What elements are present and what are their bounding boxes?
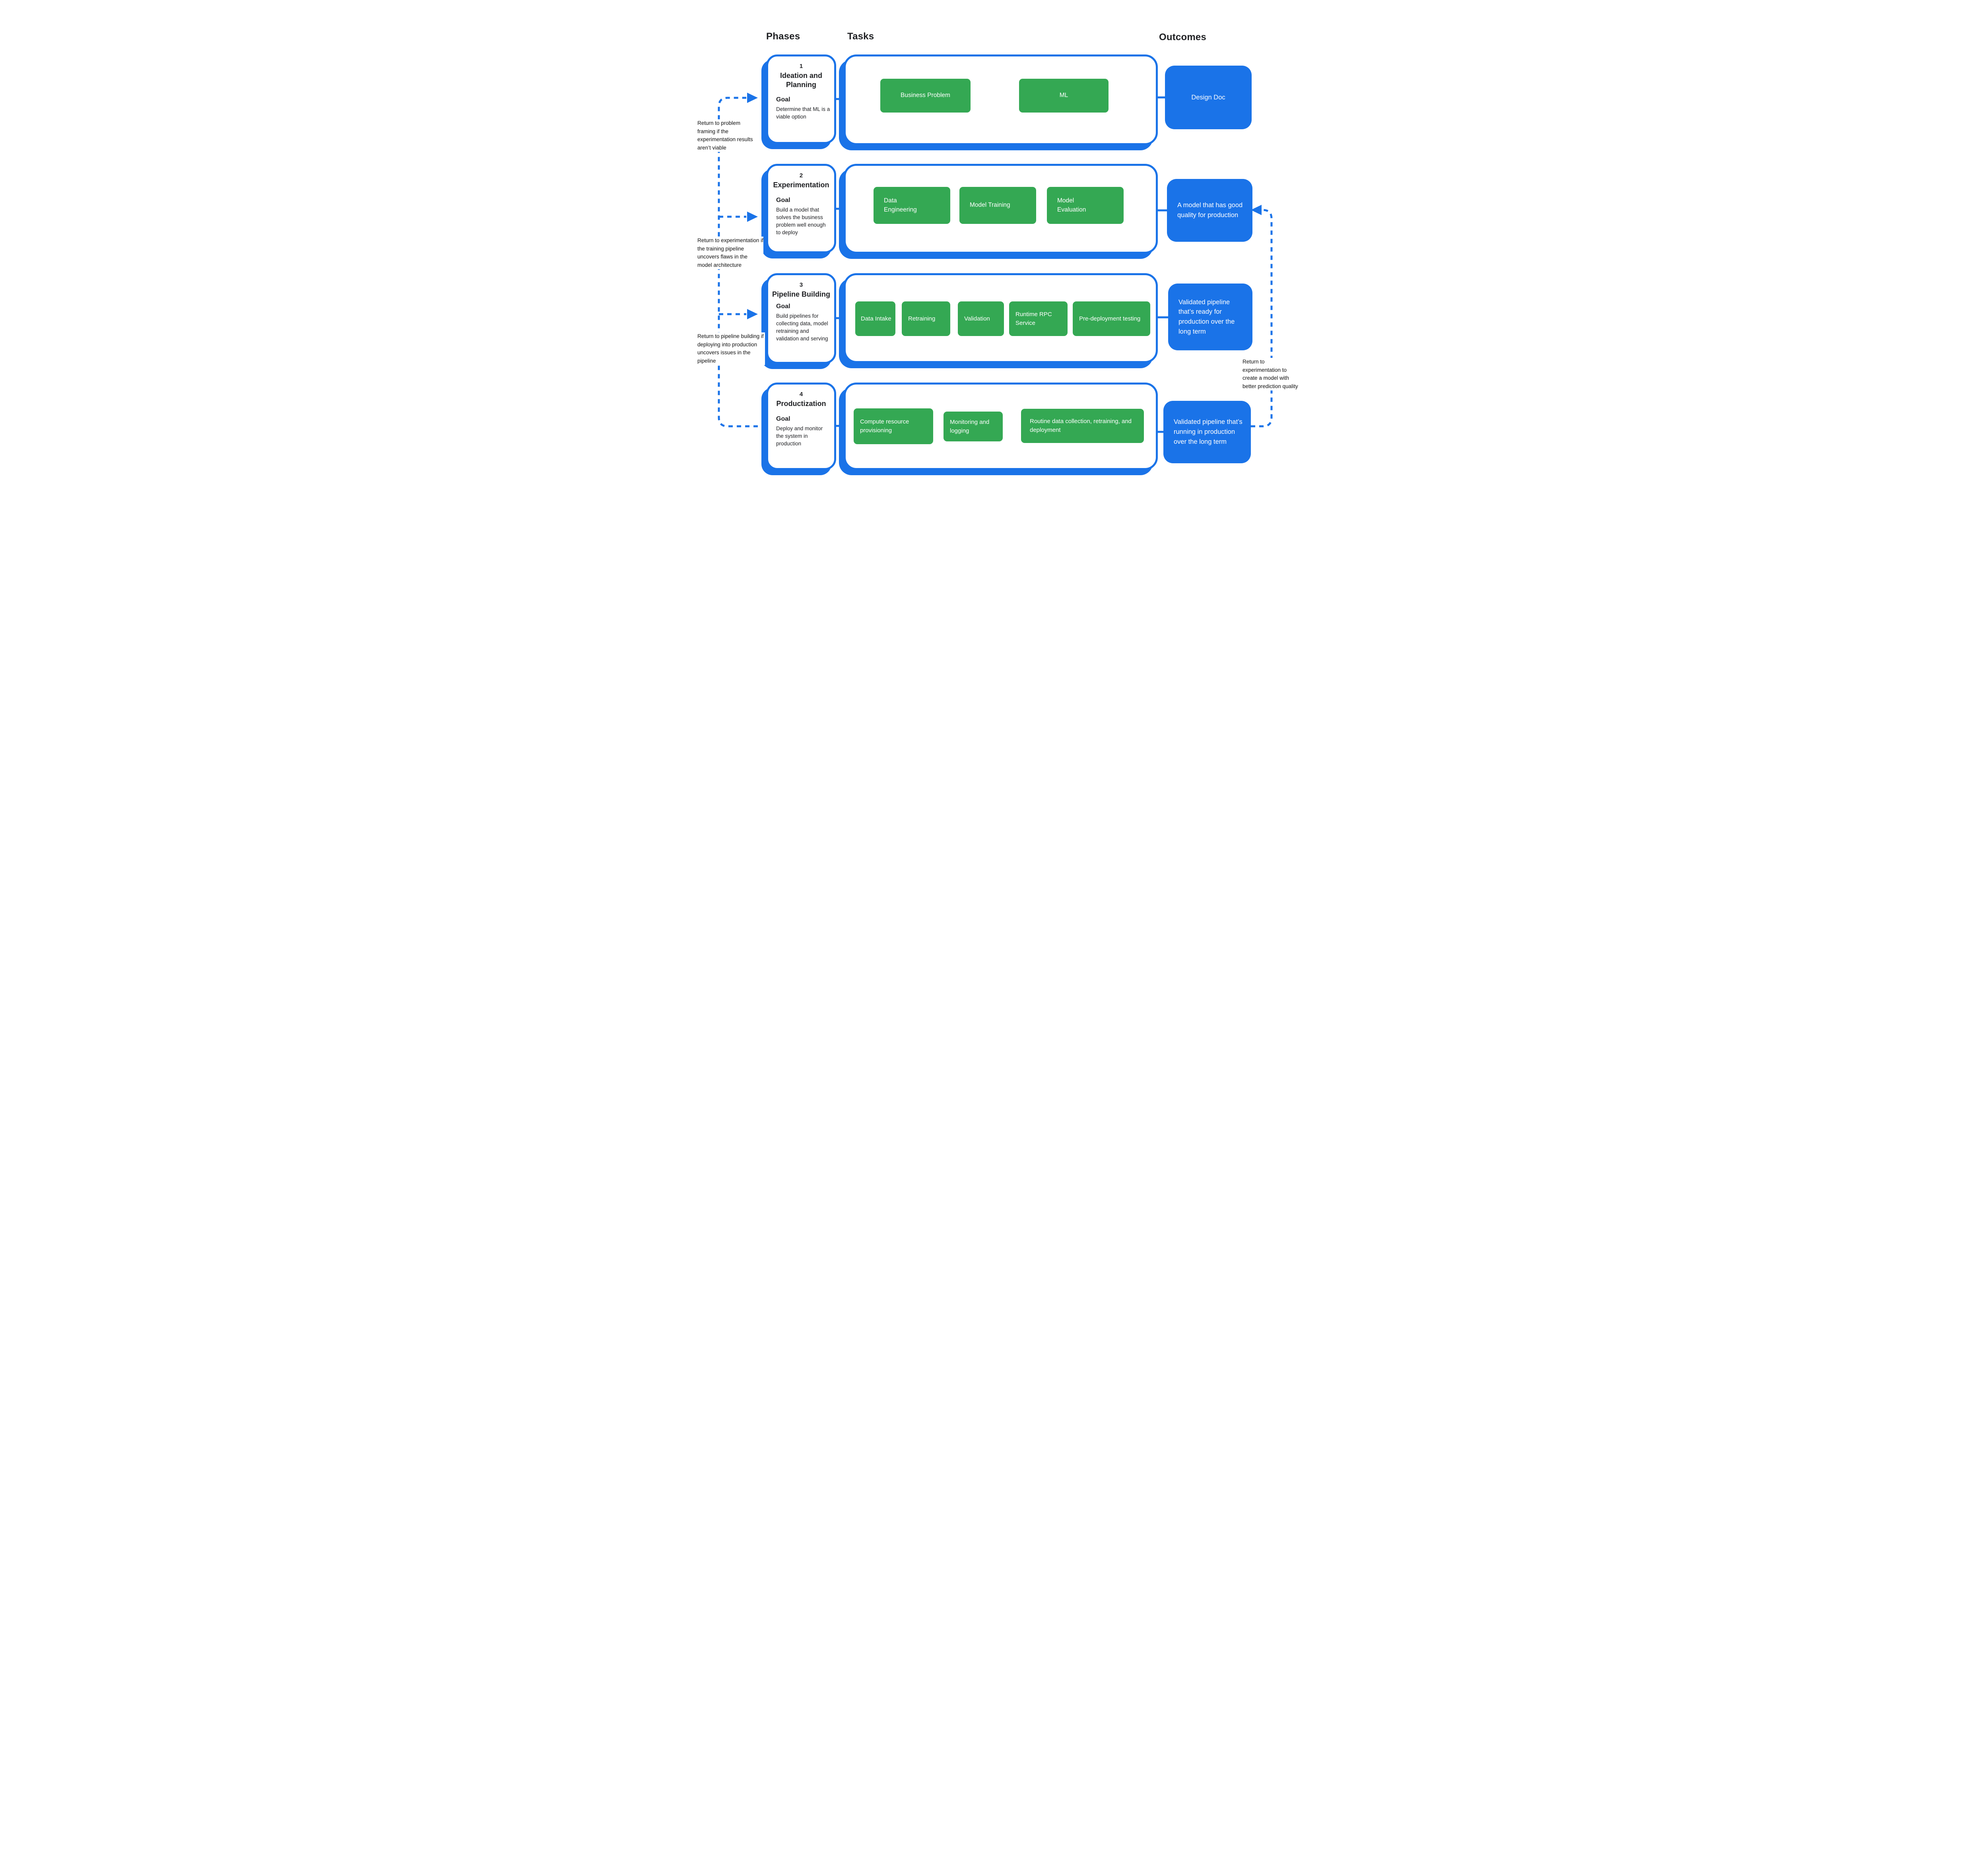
right-feedback-arrowhead bbox=[1251, 205, 1262, 215]
task-model-evaluation: Model Evaluation bbox=[1047, 187, 1124, 224]
task-validation: Validation bbox=[958, 301, 1004, 336]
task-business-problem: Business Problem bbox=[880, 79, 971, 113]
goal-text: Determine that ML is a viable option bbox=[776, 106, 830, 120]
mlops-phases-diagram: Phases Tasks Outcomes 1 Ideation and Pla… bbox=[687, 0, 1301, 507]
goal-label: Goal bbox=[776, 196, 790, 204]
note-return-to-experimentation: Return to experimentation if the trainin… bbox=[697, 237, 763, 270]
column-header-outcomes: Outcomes bbox=[1159, 32, 1206, 43]
right-feedback-dashed-path bbox=[1251, 209, 1273, 427]
task-ml: ML bbox=[1019, 79, 1109, 113]
task-monitoring-and-logging: Monitoring and logging bbox=[944, 412, 1003, 441]
phase-box-ideation: 1 Ideation and Planning Goal Determine t… bbox=[766, 54, 836, 144]
phase-connector-lines bbox=[835, 96, 1169, 433]
goal-text: Deploy and monitor the system in product… bbox=[776, 425, 823, 447]
phase-number: 4 bbox=[799, 391, 803, 398]
note-return-to-pipeline-building: Return to pipeline building if deploying… bbox=[697, 332, 765, 365]
phase-box-productization: 4 Productization Goal Deploy and monitor… bbox=[766, 383, 836, 470]
goal-label: Goal bbox=[776, 415, 790, 422]
phase-title: Ideation and Planning bbox=[780, 72, 822, 89]
column-header-tasks: Tasks bbox=[847, 31, 874, 42]
task-routine-data-collection-retraining-deployment: Routine data collection, retraining, and… bbox=[1021, 409, 1144, 443]
task-retraining: Retraining bbox=[902, 301, 950, 336]
goal-label: Goal bbox=[776, 96, 790, 103]
goal-label: Goal bbox=[776, 303, 790, 310]
phase-title: Pipeline Building bbox=[772, 290, 830, 298]
phase-title: Experimentation bbox=[773, 181, 829, 189]
column-header-phases: Phases bbox=[766, 31, 800, 42]
goal-text: Build a model that solves the business p… bbox=[776, 206, 826, 235]
goal-text: Build pipelines for collecting data, mod… bbox=[776, 313, 828, 342]
phase-number: 1 bbox=[799, 63, 803, 70]
outcome-validated-pipeline-running: Validated pipeline that’s running in pro… bbox=[1163, 401, 1251, 463]
task-data-intake: Data Intake bbox=[855, 301, 895, 336]
outcome-model-good-quality: A model that has good quality for produc… bbox=[1167, 179, 1252, 242]
phase-number: 2 bbox=[799, 172, 803, 179]
task-compute-resource-provisioning: Compute resource provisioning bbox=[854, 408, 933, 444]
task-runtime-rpc-service: Runtime RPC Service bbox=[1009, 301, 1068, 336]
outcome-design-doc: Design Doc bbox=[1165, 66, 1252, 129]
phase-number: 3 bbox=[799, 282, 803, 288]
task-pre-deployment-testing: Pre-deployment testing bbox=[1073, 301, 1150, 336]
outcome-validated-pipeline-ready: Validated pipeline that’s ready for prod… bbox=[1168, 284, 1252, 350]
task-model-training: Model Training bbox=[959, 187, 1036, 224]
note-return-to-problem-framing: Return to problem framing if the experim… bbox=[697, 119, 755, 152]
phase-box-experimentation: 2 Experimentation Goal Build a model tha… bbox=[766, 164, 836, 253]
phase-box-pipeline-building: 3 Pipeline Building Goal Build pipelines… bbox=[766, 273, 836, 364]
task-data-engineering: Data Engineering bbox=[874, 187, 950, 224]
phase-title: Productization bbox=[776, 400, 826, 408]
note-return-to-experimentation-quality: Return to experimentation to create a mo… bbox=[1242, 358, 1301, 391]
